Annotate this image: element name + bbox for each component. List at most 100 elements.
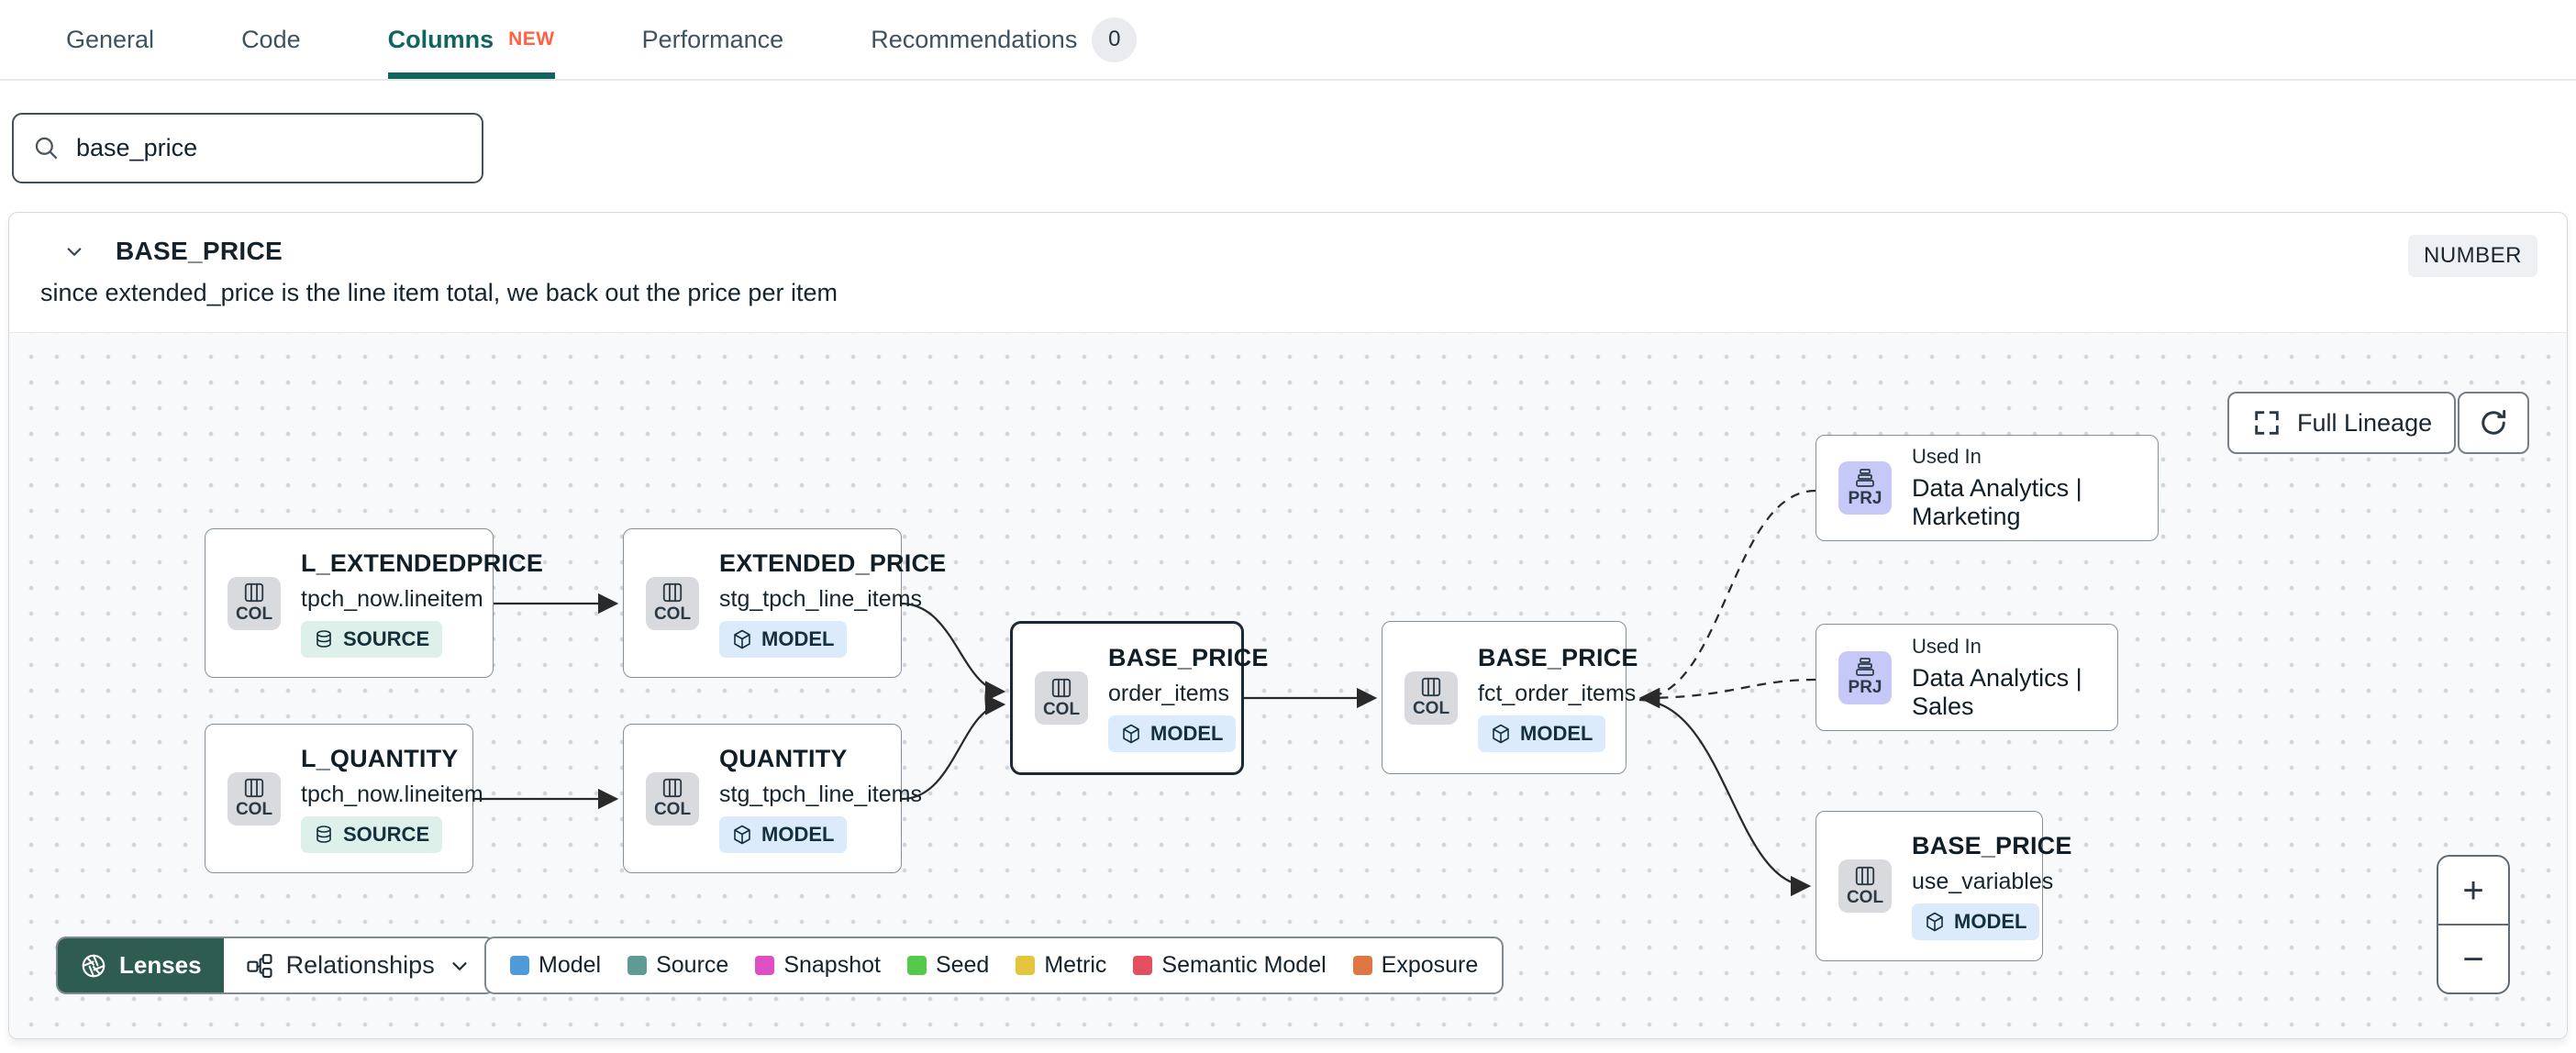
node-base-price-use-variables[interactable]: COL BASE_PRICE use_variables MODEL — [1815, 811, 2071, 961]
column-type-badge: NUMBER — [2407, 235, 2537, 277]
column-description: since extended_price is the line item to… — [40, 279, 838, 306]
lenses-label: Lenses — [119, 951, 202, 979]
search-input[interactable] — [76, 134, 463, 162]
column-chip: COL — [1405, 671, 1458, 725]
tab-columns[interactable]: Columns NEW — [387, 0, 555, 79]
legend-item-seed: Seed — [906, 952, 990, 979]
node-title: L_QUANTITY — [301, 744, 459, 772]
column-card: BASE_PRICE NUMBER since extended_price i… — [8, 212, 2568, 1039]
node-base-price-fct-order-items[interactable]: COL BASE_PRICE fct_order_items MODEL — [1382, 621, 1638, 774]
project-icon — [1856, 658, 1874, 676]
lenses-toolbar: Lenses Relationships — [56, 937, 495, 994]
refresh-icon — [2482, 409, 2506, 435]
full-lineage-button[interactable]: Full Lineage — [2227, 392, 2457, 454]
badge-label: MODEL — [1150, 722, 1224, 745]
chevron-down-icon — [452, 961, 467, 970]
model-badge: MODEL — [1108, 715, 1237, 752]
tab-general[interactable]: General — [66, 0, 154, 79]
chip-label: COL — [1042, 699, 1081, 719]
chip-label: COL — [235, 604, 273, 624]
model-badge: MODEL — [719, 620, 848, 658]
column-chip: COL — [228, 771, 281, 826]
legend-item-model: Model — [510, 952, 601, 979]
cube-icon — [1493, 724, 1509, 743]
column-chip: COL — [646, 576, 699, 630]
node-base-price-order-items[interactable]: COL BASE_PRICE order_items MODEL — [1010, 621, 1268, 775]
chip-label: COL — [235, 800, 273, 819]
tab-label: General — [66, 25, 155, 53]
lineage-edges — [473, 489, 1816, 897]
project-icon — [1856, 468, 1874, 487]
node-subtitle: stg_tpch_line_items — [719, 585, 922, 612]
semantic-model-swatch — [1133, 956, 1153, 975]
columns-icon — [1855, 866, 1875, 885]
chip-label: PRJ — [1848, 488, 1882, 508]
used-in-label: Used In — [1912, 445, 1982, 468]
relationships-dropdown[interactable]: Relationships — [224, 938, 494, 992]
node-title: L_EXTENDEDPRICE — [301, 549, 544, 577]
badge-label: MODEL — [1954, 910, 2027, 933]
project-chip: PRJ — [1838, 650, 1892, 704]
node-title: QUANTITY — [719, 744, 848, 772]
full-lineage-label: Full Lineage — [2297, 408, 2433, 437]
snapshot-swatch — [755, 956, 775, 975]
cube-icon — [734, 825, 750, 844]
legend-item-semantic-model: Semantic Model — [1133, 952, 1327, 979]
legend-label: Semantic Model — [1161, 952, 1327, 978]
node-quantity[interactable]: COL QUANTITY stg_tpch_line_items MODEL — [623, 724, 922, 873]
tab-performance[interactable]: Performance — [642, 0, 784, 79]
node-subtitle: stg_tpch_line_items — [719, 781, 922, 807]
model-badge: MODEL — [1478, 715, 1606, 752]
cube-icon — [734, 629, 750, 648]
columns-icon — [244, 778, 264, 798]
node-subtitle: fct_order_items — [1478, 680, 1637, 706]
legend-label: Snapshot — [783, 952, 881, 978]
node-used-in-sales[interactable]: PRJ Used In Data Analytics | Sales — [1815, 624, 2118, 731]
zoom-out-button[interactable]: − — [2438, 926, 2508, 992]
fullscreen-icon — [2255, 411, 2279, 435]
node-subtitle: tpch_now.lineitem — [301, 781, 483, 807]
column-chip: COL — [1035, 671, 1088, 725]
node-title: BASE_PRICE — [1912, 832, 2072, 859]
model-badge: MODEL — [1912, 903, 2040, 940]
column-chip: COL — [646, 771, 699, 826]
lineage-canvas[interactable]: COL L_EXTENDEDPRICE tpch_now.lineitem SO… — [9, 332, 2567, 1038]
tab-recommendations[interactable]: Recommendations 0 — [871, 0, 1138, 79]
legend-item-snapshot: Snapshot — [755, 952, 881, 979]
columns-icon — [1051, 678, 1071, 697]
badge-label: SOURCE — [343, 626, 430, 650]
node-extended-price[interactable]: COL EXTENDED_PRICE stg_tpch_line_items M… — [623, 528, 946, 678]
used-in-name: Data Analytics | Marketing — [1912, 474, 2082, 530]
tab-label: Recommendations — [871, 25, 1078, 53]
node-title: BASE_PRICE — [1478, 643, 1638, 671]
node-l-extendedprice[interactable]: COL L_EXTENDEDPRICE tpch_now.lineitem SO… — [205, 528, 543, 678]
lenses-button[interactable]: Lenses — [58, 938, 224, 992]
zoom-controls: + − — [2437, 855, 2510, 994]
column-card-header: BASE_PRICE NUMBER since extended_price i… — [9, 213, 2567, 332]
cube-icon — [1926, 912, 1943, 932]
columns-icon — [244, 582, 264, 603]
project-chip: PRJ — [1838, 461, 1892, 515]
chip-label: COL — [1412, 699, 1450, 718]
relationships-label: Relationships — [285, 951, 435, 979]
legend-label: Model — [539, 952, 602, 978]
refresh-button[interactable] — [2458, 392, 2529, 454]
search-icon — [35, 137, 58, 159]
tab-code[interactable]: Code — [241, 0, 301, 79]
node-l-quantity[interactable]: COL L_QUANTITY tpch_now.lineitem SOURCE — [205, 724, 483, 873]
zoom-in-button[interactable]: + — [2438, 857, 2508, 926]
tab-bar: General Code Columns NEW Performance Rec… — [0, 0, 2576, 81]
legend-item-metric: Metric — [1016, 952, 1106, 979]
node-subtitle: tpch_now.lineitem — [301, 585, 483, 612]
exposure-swatch — [1352, 956, 1372, 975]
database-icon — [316, 825, 331, 843]
chip-label: COL — [653, 800, 692, 819]
legend-item-source: Source — [627, 952, 728, 979]
chevron-down-icon[interactable] — [61, 238, 88, 265]
legend-label: Seed — [935, 952, 990, 978]
columns-icon — [662, 582, 683, 603]
node-used-in-marketing[interactable]: PRJ Used In Data Analytics | Marketing — [1815, 435, 2159, 541]
column-name: BASE_PRICE — [116, 237, 283, 265]
cube-icon — [1123, 724, 1139, 744]
